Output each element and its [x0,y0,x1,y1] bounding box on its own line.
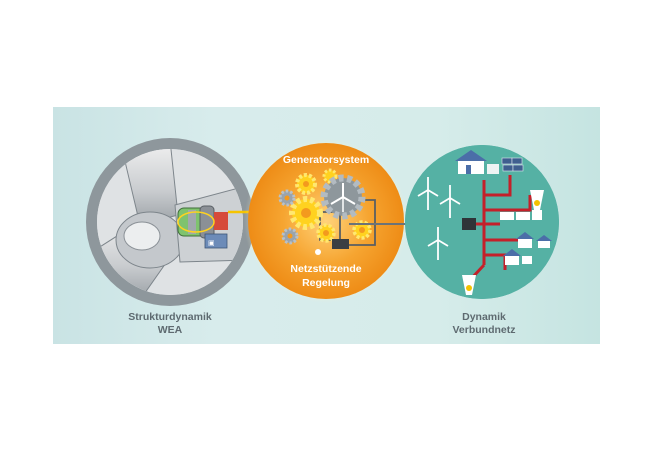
industrial-tanks-icon [500,210,542,220]
gear-large-yellow-icon [289,196,323,230]
caption-left-line2: WEA [157,324,183,336]
structural-dynamics-circle: ▣ [86,138,254,306]
generator-system-title: Generatorsystem [283,154,369,166]
gear-gray-small-icon [281,227,299,245]
caption-left-line1: Strukturdynamik [128,311,212,323]
generator-system-circle: Generatorsystem Netzstützende Regelung [244,139,408,303]
gear-gray-icon [278,189,296,207]
gear-small-yellow-icon [295,173,317,195]
caption-right-line2: Verbundnetz [452,324,516,336]
gear-yellow-lower-icon [316,223,336,243]
converter-box-icon [332,239,349,249]
grid-dynamics-circle [405,145,559,299]
node-dot [315,249,321,255]
nuclear-plant-bottom-icon [462,275,476,295]
grid-dynamics-caption: Dynamik Verbundnetz [424,311,544,337]
houses-top-icon [455,150,499,174]
grid-support-label-line2: Regelung [302,277,350,289]
caption-right-line1: Dynamik [462,311,506,323]
houses-bottom-icon [503,232,552,265]
svg-text:▣: ▣ [208,240,215,247]
orange-circle [248,143,404,299]
substation-icon [462,218,476,230]
gear-yellow-right-icon [352,220,372,240]
solar-panels-icon [501,157,524,172]
gear-turbine-icon [320,174,366,220]
structural-dynamics-caption: Strukturdynamik WEA [110,311,230,337]
grid-support-label-line1: Netzstützende [290,263,361,275]
power-grid-network-icon [405,145,559,299]
wind-turbine-nacelle-model-icon: ▣ [97,149,243,295]
nuclear-plant-icon [530,190,544,210]
